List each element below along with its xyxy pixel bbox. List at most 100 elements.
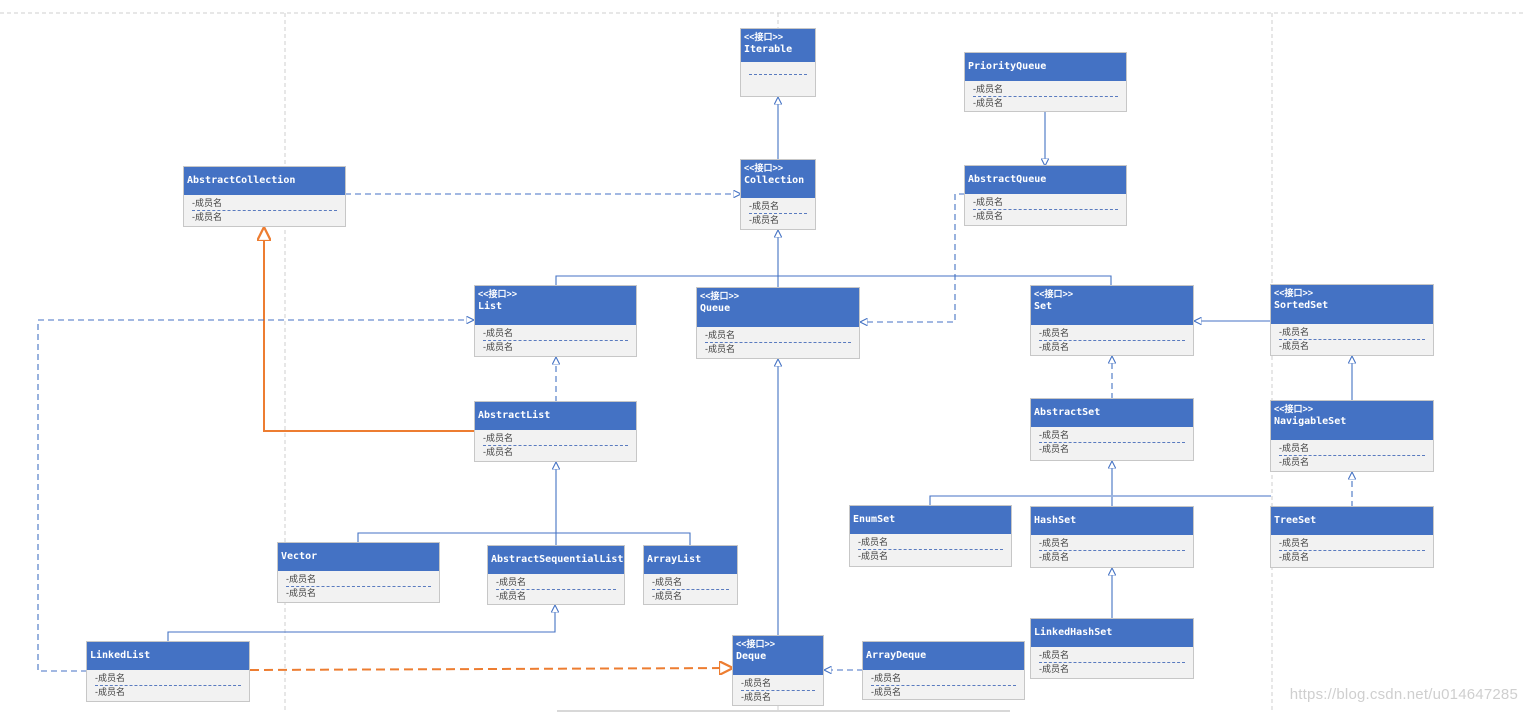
class-header: HashSet [1031,507,1193,535]
class-header: <<接口>>List [475,286,636,325]
class-name: TreeSet [1274,515,1317,526]
member-field: -成员名 [1039,342,1069,352]
member-list: -成员名-成员名 [644,574,737,603]
member-field: -成员名 [496,576,616,590]
rel-vector-abstractlist [357,532,556,543]
member-list: -成员名-成员名 [87,670,249,699]
class-arraylist[interactable]: ArrayList-成员名-成员名 [643,545,738,605]
stereotype-label: <<接口>> [700,291,740,301]
class-header: <<接口>> Set [1031,286,1193,325]
member-field: -成员名 [741,677,815,691]
class-deque[interactable]: <<接口>>Deque-成员名-成员名 [732,635,824,706]
member-field: -成员名 [1279,457,1309,467]
class-header: <<接口>> Queue [697,288,859,327]
member-list: -成员名-成员名 [1271,535,1433,564]
class-header: AbstractQueue [965,166,1126,194]
member-field: -成员名 [192,212,222,222]
member-field: -成员名 [496,591,526,601]
class-abstractsequentiallist[interactable]: AbstractSequentialList -成员名-成员名 [487,545,625,605]
class-hashset[interactable]: HashSet -成员名-成员名 [1030,506,1194,568]
member-field: -成员名 [749,200,807,214]
rel-linkedlist-abstractsequentiallist [167,605,555,642]
member-field: -成员名 [858,551,888,561]
class-name: Collection [744,175,805,186]
class-abstractset[interactable]: AbstractSet -成员名-成员名 [1030,398,1194,461]
class-set[interactable]: <<接口>> Set -成员名-成员名 [1030,285,1194,356]
class-header: AbstractSequentialList [488,546,624,574]
class-sortedset[interactable]: <<接口>>SortedSet-成员名-成员名 [1270,284,1434,356]
class-treeset[interactable]: TreeSet -成员名-成员名 [1270,506,1434,568]
class-vector[interactable]: Vector-成员名-成员名 [277,542,440,603]
member-list: -成员名-成员名 [863,670,1024,699]
class-header: TreeSet [1271,507,1433,535]
class-collection[interactable]: <<接口>> Collection -成员名-成员名 [740,159,816,230]
member-list: -成员名-成员名 [697,327,859,356]
member-field: -成员名 [973,98,1003,108]
member-field: -成员名 [1039,327,1185,341]
member-field: -成员名 [871,687,901,697]
member-field: -成员名 [871,672,1016,686]
member-list: -成员名-成员名 [1031,535,1193,564]
member-list [741,62,815,75]
class-list[interactable]: <<接口>>List-成员名-成员名 [474,285,637,357]
class-arraydeque[interactable]: ArrayDeque-成员名-成员名 [862,641,1025,700]
class-name: Queue [700,303,731,314]
class-header: <<接口>> Iterable [741,29,815,62]
member-field: -成员名 [483,447,513,457]
stereotype-label: <<接口>> [1274,288,1314,298]
class-name: EnumSet [853,514,896,525]
class-queue[interactable]: <<接口>> Queue -成员名-成员名 [696,287,860,359]
class-iterable[interactable]: <<接口>> Iterable [740,28,816,97]
class-abstractlist[interactable]: AbstractList-成员名-成员名 [474,401,637,462]
class-name: Set [1034,301,1053,312]
class-header: LinkedList [87,642,249,670]
stereotype-label: <<接口>> [736,639,776,649]
class-name: Iterable [744,44,793,55]
class-priorityqueue[interactable]: PriorityQueue -成员名-成员名 [964,52,1127,112]
member-field: -成员名 [973,211,1003,221]
rel-list-collection [555,275,778,286]
class-name: NavigableSet [1274,416,1347,427]
member-field: -成员名 [483,432,628,446]
class-name: AbstractQueue [968,174,1047,185]
class-header: <<接口>>NavigableSet [1271,401,1433,440]
rel-set-collection [778,275,1112,286]
class-abstractqueue[interactable]: AbstractQueue-成员名-成员名 [964,165,1127,226]
member-list: -成员名-成员名 [278,571,439,600]
class-header: <<接口>> Collection [741,160,815,198]
rel-arraylist-abstractlist [556,532,691,546]
class-abstractcollection[interactable]: AbstractCollection-成员名-成员名 [183,166,346,227]
member-list: -成员名-成员名 [1031,427,1193,456]
stereotype-label: <<接口>> [744,32,784,42]
class-linkedlist[interactable]: LinkedList -成员名-成员名 [86,641,250,702]
member-field: -成员名 [705,329,851,343]
member-list: -成员名-成员名 [1271,440,1433,469]
class-linkedhashset[interactable]: LinkedHashSet-成员名-成员名 [1030,618,1194,679]
member-field: -成员名 [652,591,682,601]
member-field: -成员名 [95,687,125,697]
class-navigableset[interactable]: <<接口>>NavigableSet-成员名-成员名 [1270,400,1434,472]
class-name: LinkedList [90,650,151,661]
class-header: Vector [278,543,439,571]
member-field: -成员名 [286,573,431,587]
class-name: AbstractSet [1034,407,1101,418]
class-enumset[interactable]: EnumSet-成员名-成员名 [849,505,1012,567]
member-field: -成员名 [749,215,779,225]
class-name: HashSet [1034,515,1077,526]
page-frame [0,12,1526,713]
class-header: LinkedHashSet [1031,619,1193,647]
member-field: -成员名 [1039,444,1069,454]
class-name: AbstractSequentialList [491,554,624,565]
class-name: PriorityQueue [968,61,1047,72]
member-field: -成员名 [192,197,337,211]
member-field: -成员名 [1039,552,1069,562]
member-field: -成员名 [1039,537,1185,551]
stereotype-label: <<接口>> [1034,289,1074,299]
member-field: -成员名 [973,83,1118,97]
member-list: -成员名-成员名 [488,574,624,603]
member-list: -成员名-成员名 [741,198,815,227]
member-field: -成员名 [1039,664,1069,674]
member-list: -成员名-成员名 [475,430,636,459]
stereotype-label: <<接口>> [744,163,784,173]
